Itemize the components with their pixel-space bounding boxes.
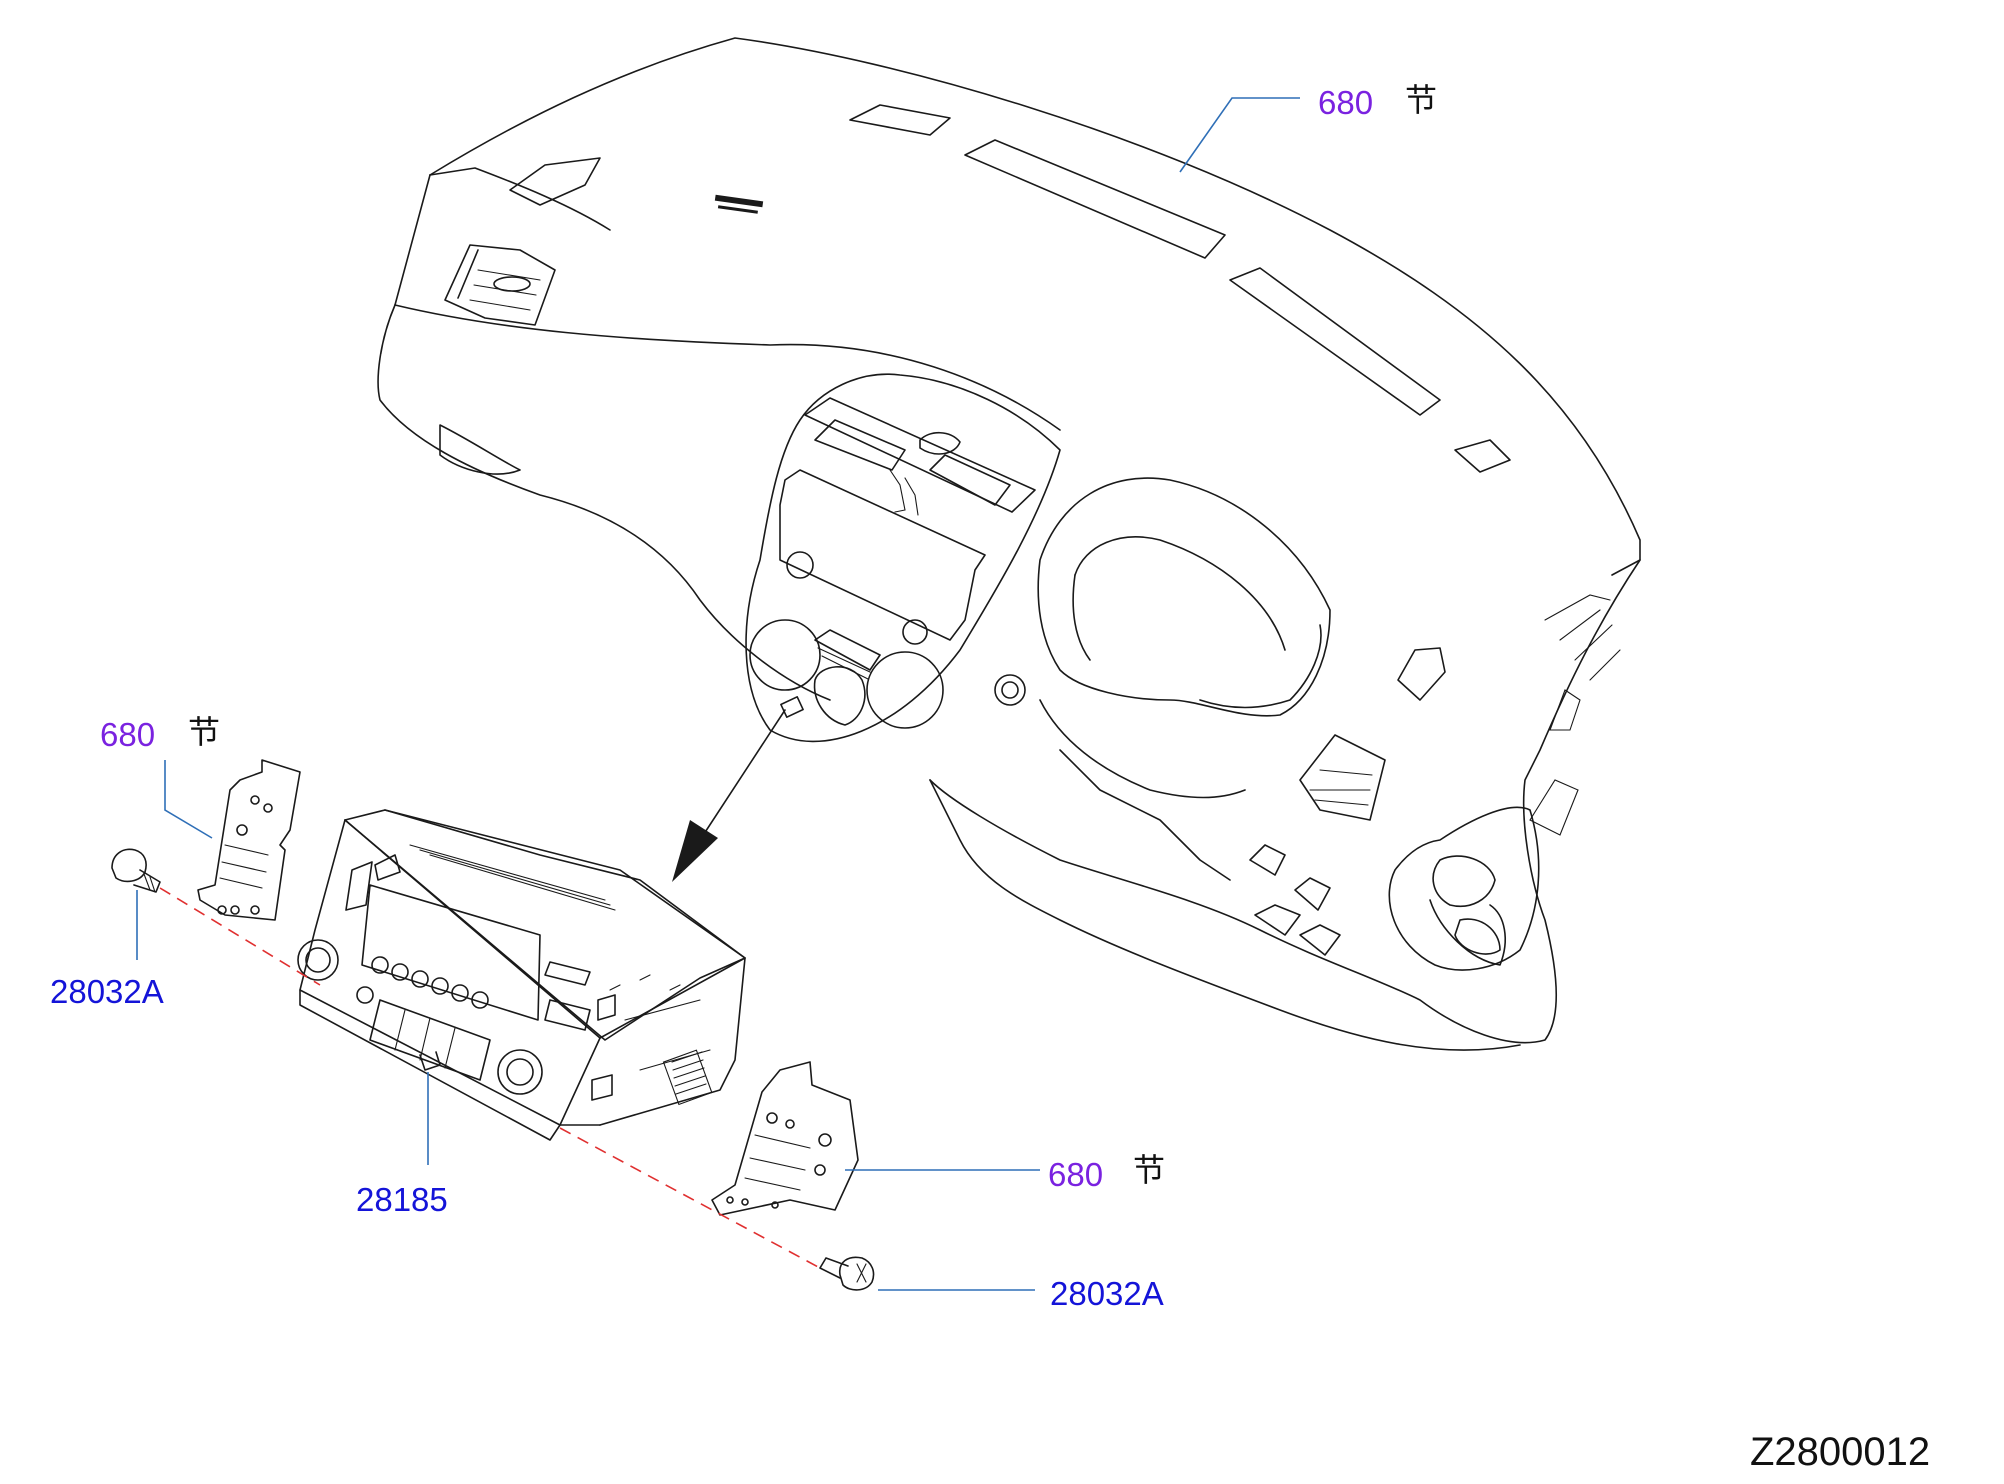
figure-code: Z2800012 (1750, 1430, 1931, 1474)
screw-right (819, 1256, 875, 1291)
callout-audio-unit-number: 28185 (356, 1181, 448, 1218)
callout-screw-left-number: 28032A (50, 973, 164, 1010)
callout-dash-top-suffix: 节 (1405, 81, 1438, 119)
dashboard-panel (377, 37, 1641, 1051)
bracket-left (197, 759, 301, 921)
assembly-arrow (672, 709, 786, 882)
vent-mesh (662, 1049, 713, 1106)
assembly-line-right (559, 1127, 821, 1269)
callout-bracket-left-number: 680 (100, 716, 156, 753)
screw-left (111, 848, 161, 893)
callout-bracket-left-suffix: 节 (188, 713, 221, 751)
callout-dash-top-number: 680 (1318, 84, 1374, 121)
assembly-line-left (159, 887, 321, 986)
leader-bracket-left (164, 760, 213, 839)
callout-bracket-right-suffix: 节 (1133, 1151, 1166, 1189)
callout-screw-right-number: 28032A (1050, 1275, 1164, 1312)
audio-unit (297, 809, 746, 1141)
bracket-right (711, 1061, 859, 1216)
callout-bracket-right-number: 680 (1048, 1156, 1104, 1193)
leader-dash-top (1179, 97, 1300, 173)
